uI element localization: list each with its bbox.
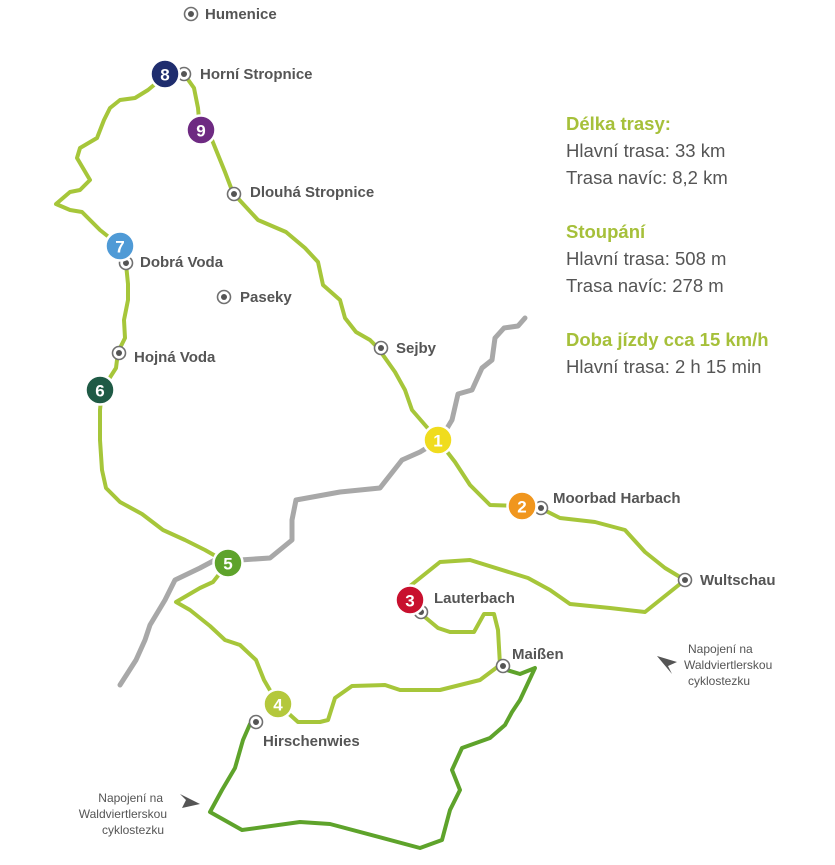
label-humenice: Humenice xyxy=(205,6,277,23)
connection-east-line-2: Waldviertlerskou xyxy=(684,658,772,672)
connection-east-line-1: Napojení na xyxy=(688,642,753,656)
label-dlouha-stropnice: Dlouhá Stropnice xyxy=(250,184,374,201)
waypoint-5: 5 xyxy=(212,547,244,579)
arrow-east-icon xyxy=(657,656,677,674)
time-main: Hlavní trasa: 2 h 15 min xyxy=(566,356,762,377)
waypoint-5-badge xyxy=(212,547,244,579)
waypoint-2-badge xyxy=(506,490,538,522)
place-markers xyxy=(111,6,693,730)
waypoint-4-number: 4 xyxy=(273,696,283,715)
connection-west: Napojení na Waldviertlerskou cyklostezku xyxy=(79,791,200,837)
label-horni-stropnice: Horní Stropnice xyxy=(200,66,313,83)
label-hirschenwies: Hirschenwies xyxy=(263,733,360,750)
connection-west-line-1: Napojení na xyxy=(98,791,163,805)
label-hojna-voda: Hojná Voda xyxy=(134,349,216,366)
waypoint-7-number: 7 xyxy=(115,238,124,257)
spacer xyxy=(566,299,826,326)
waypoint-3: 3 xyxy=(394,584,426,616)
label-wultschau: Wultschau xyxy=(700,572,776,589)
label-sejby: Sejby xyxy=(396,340,437,357)
connection-east: Napojení na Waldviertlerskou cyklostezku xyxy=(657,642,772,688)
climb-main: Hlavní trasa: 508 m xyxy=(566,248,727,269)
label-maissen: Maißen xyxy=(512,646,564,663)
length-main: Hlavní trasa: 33 km xyxy=(566,140,726,161)
length-extra: Trasa navíc: 8,2 km xyxy=(566,167,728,188)
label-paseky: Paseky xyxy=(240,289,292,306)
label-lauterbach: Lauterbach xyxy=(434,590,515,607)
marker-paseky xyxy=(216,289,232,305)
waypoint-5-number: 5 xyxy=(223,555,232,574)
label-dobra-voda: Dobrá Voda xyxy=(140,254,224,271)
waypoint-4-badge xyxy=(262,688,294,720)
waypoint-8-badge xyxy=(149,58,181,90)
connection-east-line-3: cyklostezku xyxy=(688,674,750,688)
place-labels: Humenice Horní Stropnice Dlouhá Stropnic… xyxy=(134,6,776,750)
waypoint-9-badge xyxy=(185,114,217,146)
spacer xyxy=(566,191,826,218)
waypoint-1-badge xyxy=(422,424,454,456)
arrow-west-icon xyxy=(180,794,200,808)
waypoint-1-number: 1 xyxy=(433,432,442,451)
waypoint-4: 4 xyxy=(262,688,294,720)
waypoint-7-badge xyxy=(104,230,136,262)
marker-hirschenwies xyxy=(248,714,264,730)
waypoint-6-number: 6 xyxy=(95,382,104,401)
roads xyxy=(117,315,528,688)
marker-horni-stropnice xyxy=(176,66,192,82)
time-heading: Doba jízdy cca 15 km/h xyxy=(566,329,769,350)
marker-moorbad-harbach xyxy=(533,500,549,516)
waypoint-9-number: 9 xyxy=(196,122,205,141)
waypoint-9: 9 xyxy=(185,114,217,146)
road-middle xyxy=(117,437,443,688)
waypoint-8-number: 8 xyxy=(160,66,169,85)
waypoint-2-number: 2 xyxy=(517,498,526,517)
marker-hojna-voda xyxy=(111,345,127,361)
marker-dlouha-stropnice xyxy=(226,186,242,202)
marker-humenice xyxy=(183,6,199,22)
waypoint-3-badge xyxy=(394,584,426,616)
climb-extra: Trasa navíc: 278 m xyxy=(566,275,724,296)
waypoint-3-number: 3 xyxy=(405,592,414,611)
marker-sejby xyxy=(373,340,389,356)
climb-heading: Stoupání xyxy=(566,221,646,242)
connection-west-line-2: Waldviertlerskou xyxy=(79,807,167,821)
waypoint-8: 8 xyxy=(149,58,181,90)
extra-route-line xyxy=(208,666,537,850)
waypoint-1: 1 xyxy=(422,424,454,456)
label-moorbad-harbach: Moorbad Harbach xyxy=(553,490,681,507)
waypoint-2: 2 xyxy=(506,490,538,522)
length-heading: Délka trasy: xyxy=(566,113,671,134)
marker-maissen xyxy=(495,658,511,674)
connection-west-line-3: cyklostezku xyxy=(102,823,164,837)
waypoint-7: 7 xyxy=(104,230,136,262)
waypoints: 1 2 3 4 5 6 7 8 9 xyxy=(84,58,538,720)
marker-wultschau xyxy=(677,572,693,588)
route-info-panel: Délka trasy: Hlavní trasa: 33 km Trasa n… xyxy=(566,110,826,380)
extra-route xyxy=(208,666,537,850)
waypoint-6: 6 xyxy=(84,374,116,406)
road-north-east xyxy=(437,315,528,443)
waypoint-6-badge xyxy=(84,374,116,406)
